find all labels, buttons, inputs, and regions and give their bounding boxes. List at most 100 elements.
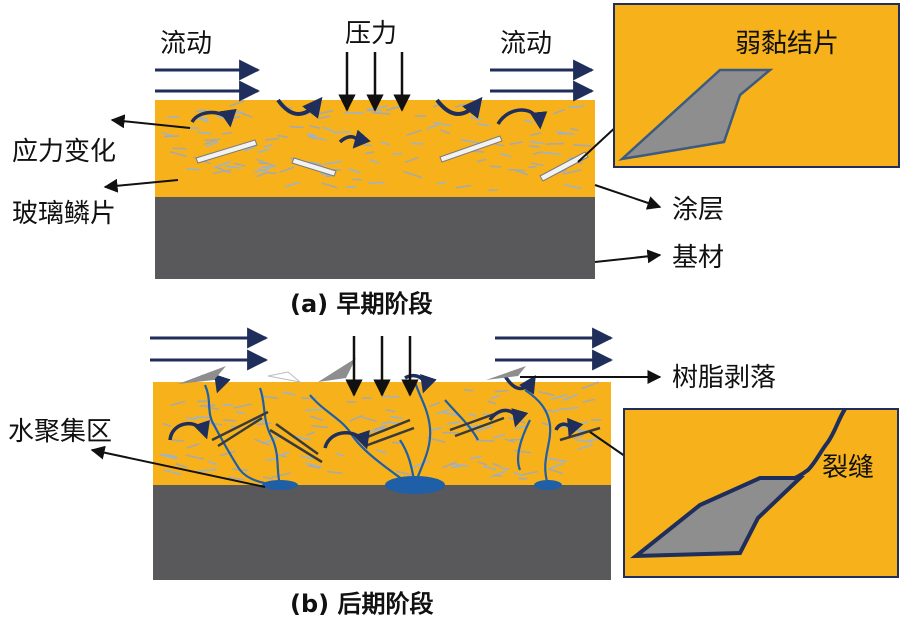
flow-arrows-right-a <box>490 59 595 102</box>
flake-dash <box>289 125 304 129</box>
flake-dash <box>308 124 321 129</box>
flake-dash <box>308 161 324 166</box>
caption-b: (b) 后期阶段 <box>290 590 433 618</box>
flake-dash <box>570 127 579 132</box>
flake-dash <box>429 401 441 408</box>
flake-dash <box>541 151 562 156</box>
flake-dash <box>587 437 601 442</box>
flake-dash <box>220 450 236 457</box>
flake-dash <box>307 132 318 138</box>
flake-dash <box>381 395 399 398</box>
flake-dash <box>504 438 515 443</box>
flake-dash <box>510 438 522 441</box>
flow-arrows-right-b <box>495 327 614 371</box>
flake-dash <box>576 439 592 443</box>
flake-dash <box>469 455 482 460</box>
flake-dash <box>371 111 391 115</box>
flake-dashes-a <box>161 100 592 192</box>
flake-dash <box>499 152 512 158</box>
flake-dash <box>349 414 363 422</box>
flake-dash <box>368 181 385 184</box>
flake-dash <box>545 142 565 145</box>
flake-dash <box>508 168 525 172</box>
flake-dash <box>233 403 252 409</box>
flake-dash <box>431 426 443 432</box>
internal-eddies-b <box>168 373 584 450</box>
panel-a: 流动 压力 流动 应力变化 玻璃鳞片 涂层 基材 弱黏结片 (a) 早期阶段 <box>12 3 900 318</box>
flake-dash <box>322 126 334 132</box>
pressure-label-a: 压力 <box>345 19 397 49</box>
flake-dash <box>560 406 579 411</box>
flake-dash <box>225 165 242 169</box>
flake-dash <box>373 424 387 431</box>
flake-dash <box>392 152 402 155</box>
substrate-pointer <box>594 249 662 264</box>
flake-dash <box>277 454 287 458</box>
flake-dash <box>385 408 396 413</box>
flake-dash <box>490 394 500 400</box>
flake-dash <box>514 449 532 454</box>
flake-dash <box>509 141 523 146</box>
flake-dash <box>577 444 593 450</box>
caption-a: (a) 早期阶段 <box>290 290 433 318</box>
flake-dash <box>551 408 561 413</box>
flake-dash <box>161 422 172 428</box>
flake-dash <box>562 393 579 402</box>
flake-dash <box>436 408 451 415</box>
flake-dash <box>344 111 364 115</box>
flake-dash <box>463 388 473 392</box>
pressure-arrows-b <box>345 336 419 397</box>
flake-dash <box>361 416 377 423</box>
flake-dash <box>262 476 273 480</box>
flake-dash <box>265 137 280 141</box>
coating-layer-b <box>153 382 611 485</box>
flake-dash <box>228 476 245 481</box>
flow-label-left-a: 流动 <box>160 29 212 59</box>
flake-dash <box>186 443 200 449</box>
flake-dash <box>468 412 477 418</box>
stress-change-label: 应力变化 <box>12 137 116 167</box>
flake-dash <box>197 468 217 472</box>
flake-dash <box>204 138 216 142</box>
flake-dash <box>562 169 582 175</box>
flake-dash <box>563 184 582 190</box>
flake-dash <box>573 144 592 147</box>
flake-dash <box>197 131 211 135</box>
flake-dash <box>159 453 178 460</box>
flake-dash <box>437 181 447 185</box>
flake-dash <box>553 108 566 115</box>
flake-dash <box>489 470 507 478</box>
flake-dash <box>528 165 537 169</box>
flake-dash <box>528 145 540 148</box>
flake-dash <box>477 461 488 466</box>
resin-peel-label: 树脂剥落 <box>672 363 776 393</box>
flake-dash <box>482 465 497 471</box>
flake-dash <box>537 390 554 396</box>
flow-arrows-left-a <box>155 59 261 102</box>
substrate-label: 基材 <box>672 243 724 273</box>
flake-dash <box>476 424 494 433</box>
flake-dash <box>521 470 538 476</box>
flake-dash <box>489 165 502 168</box>
flake-dash <box>223 419 237 422</box>
flake-dash <box>364 151 375 155</box>
flake-dash <box>550 393 568 401</box>
flake-dash <box>327 470 343 475</box>
flake-dash <box>410 460 430 469</box>
flake-dash <box>451 465 462 469</box>
flake-dash <box>279 166 295 174</box>
flake-dash <box>493 433 505 439</box>
flake-dash <box>376 449 387 454</box>
flake-dash <box>213 160 232 169</box>
inset-b-label: 裂缝 <box>822 453 874 483</box>
flake-dash <box>263 143 273 148</box>
flake-dash <box>170 400 186 407</box>
flake-dash <box>555 131 575 136</box>
flake-dash <box>256 172 267 178</box>
internal-eddies-a <box>190 108 548 149</box>
flake-dash <box>386 421 399 425</box>
weak-bond-flake <box>618 68 774 161</box>
flake-dash <box>307 464 321 469</box>
flake-dash <box>311 425 329 429</box>
flake-dash <box>548 468 564 475</box>
